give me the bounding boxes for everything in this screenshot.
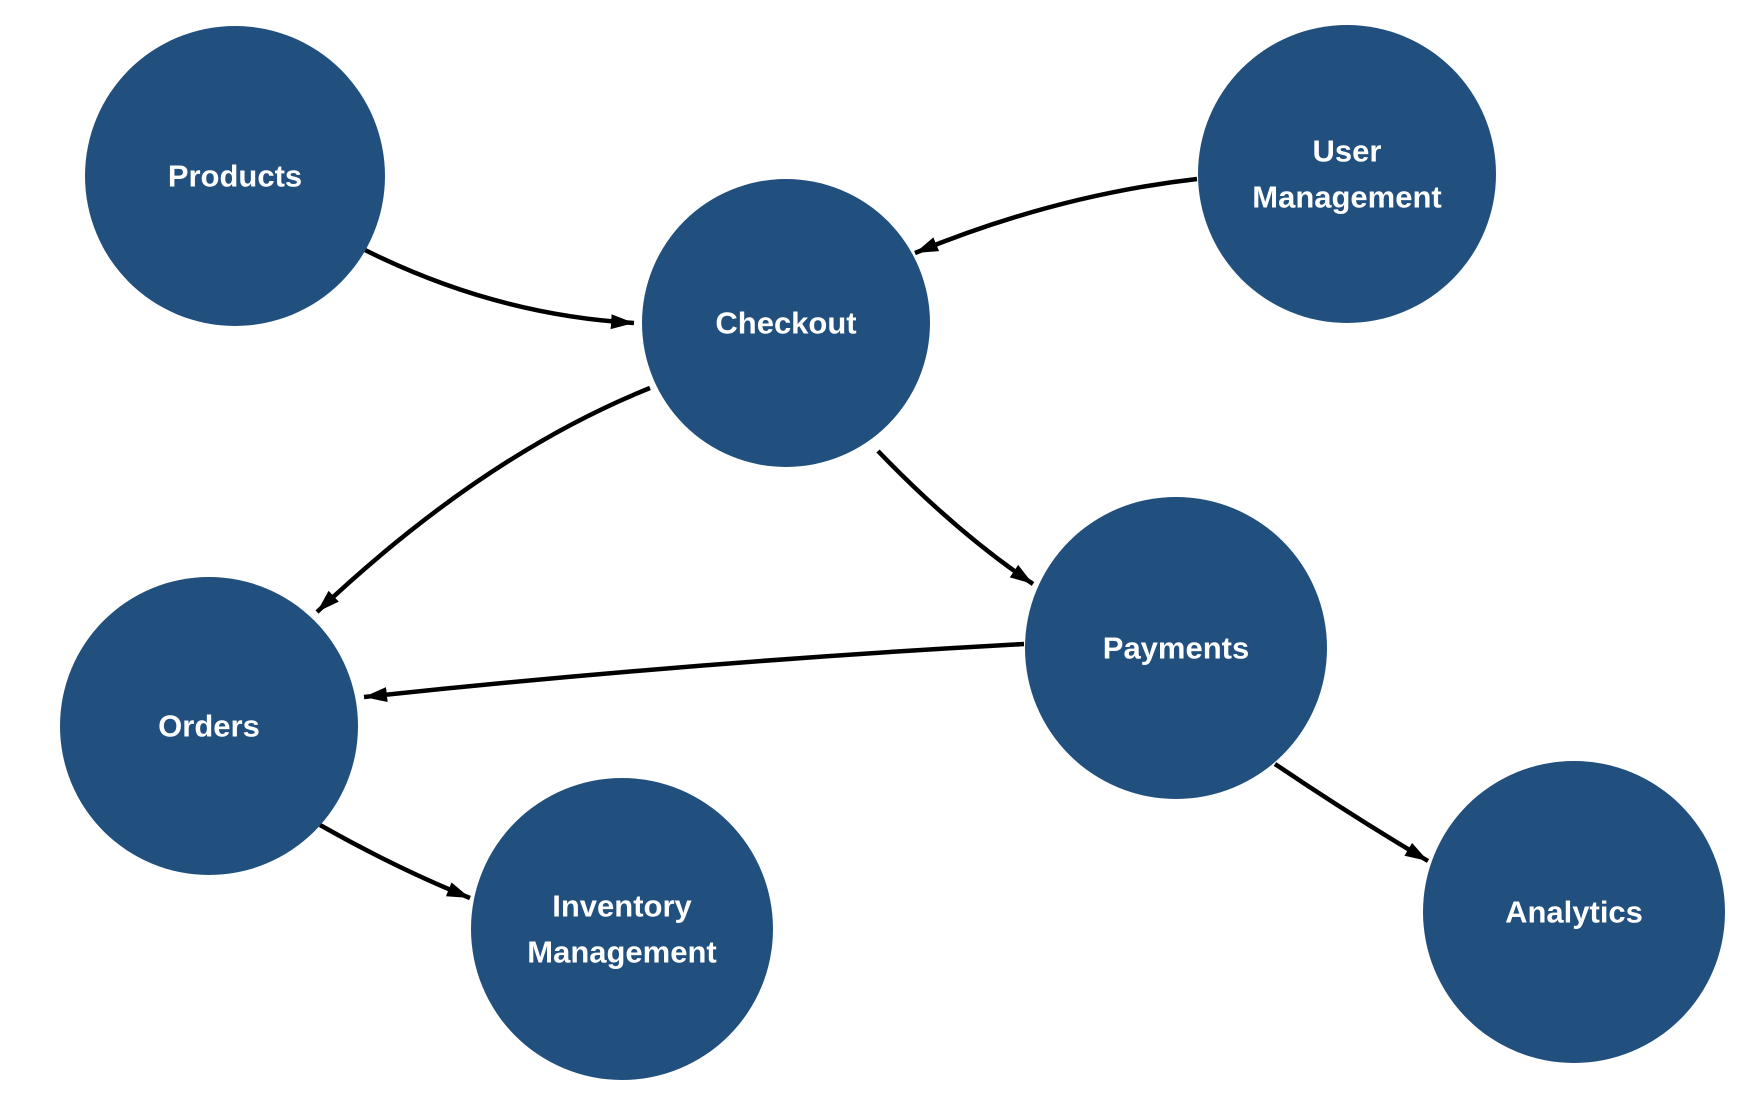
node-analytics-label: Analytics: [1505, 895, 1643, 930]
node-products-label: Products: [168, 159, 302, 194]
edge-payments-to-orders[interactable]: [363, 641, 1025, 703]
node-analytics[interactable]: Analytics: [1423, 761, 1725, 1063]
node-payments-label: Payments: [1103, 631, 1249, 666]
node-payments-circle: [1025, 497, 1327, 799]
node-checkout-label: Checkout: [715, 306, 856, 341]
node-user-management-circle: [1198, 25, 1496, 323]
node-products[interactable]: Products: [85, 26, 385, 326]
node-analytics-circle: [1423, 761, 1725, 1063]
edge-checkout-to-orders[interactable]: [315, 385, 651, 614]
node-orders-label: Orders: [158, 709, 260, 744]
edge-checkout-to-payments[interactable]: [876, 449, 1035, 586]
edge-payments-to-analytics[interactable]: [1273, 762, 1430, 863]
edge-orders-to-inventory-management[interactable]: [318, 823, 471, 901]
node-payments[interactable]: Payments: [1025, 497, 1327, 799]
edge-user-management-to-checkout[interactable]: [914, 176, 1198, 256]
node-checkout[interactable]: Checkout: [642, 179, 930, 467]
node-orders[interactable]: Orders: [60, 577, 358, 875]
edge-products-to-checkout[interactable]: [363, 247, 635, 330]
node-checkout-circle: [642, 179, 930, 467]
node-products-circle: [85, 26, 385, 326]
node-inventory-management-circle: [471, 778, 773, 1080]
node-orders-circle: [60, 577, 358, 875]
